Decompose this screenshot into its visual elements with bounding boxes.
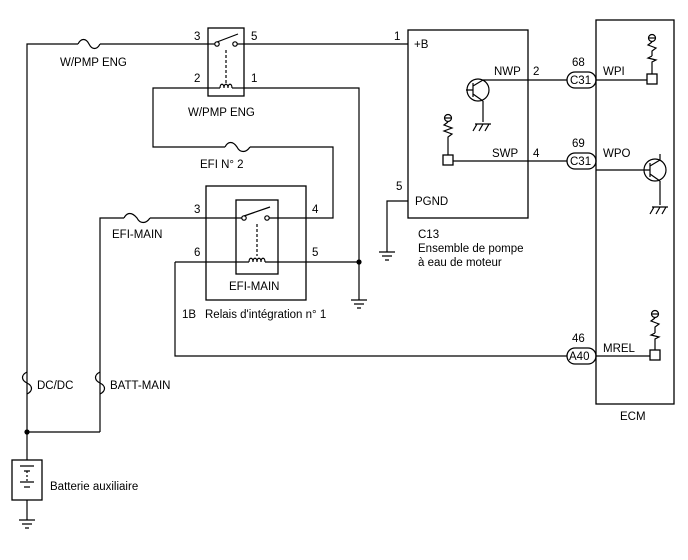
- pump-label-nwp: NWP: [494, 66, 521, 78]
- connector-wpi-pin: 68: [572, 57, 585, 69]
- integration-relay-box: [205, 185, 307, 301]
- pump-pin1: 1: [394, 31, 400, 43]
- pump-pin5: 5: [396, 181, 402, 193]
- connector-tag-wpi: [566, 71, 597, 89]
- connector-mrel-pin: 46: [572, 333, 585, 345]
- relay-efimain-pin6: 6: [194, 247, 200, 259]
- pump-name-line1: Ensemble de pompe: [418, 243, 523, 255]
- ground-icon: [351, 299, 367, 309]
- fuse-battmain-label: BATT-MAIN: [110, 380, 170, 392]
- ecm-signal-wpi: WPI: [603, 66, 625, 78]
- relay-wpmp-pin2: 2: [194, 73, 200, 85]
- fuse-efi2-label: EFI N° 2: [200, 159, 244, 171]
- junction-dot: [24, 429, 30, 435]
- relay-wpmp-pin3: 3: [194, 31, 200, 43]
- relay-wpmp-pin5: 5: [251, 31, 257, 43]
- relay-wpmp-label: W/PMP ENG: [188, 107, 255, 119]
- fuse-dcdc-label: DC/DC: [37, 380, 73, 392]
- battery-icon: [11, 459, 43, 501]
- relay-efimain-pin4: 4: [312, 204, 319, 216]
- pump-label-b: +B: [414, 39, 429, 51]
- pump-pin2: 2: [533, 66, 539, 78]
- pump-name-line2: à eau de moteur: [418, 257, 502, 269]
- ecm-signal-wpo: WPO: [603, 148, 631, 160]
- pump-label-pgnd: PGND: [415, 196, 448, 208]
- pump-code: C13: [418, 229, 439, 241]
- ecm-signal-mrel: MREL: [603, 343, 636, 355]
- fuse-dcdc-icon: [21, 371, 33, 395]
- relay-wpmp: [207, 27, 245, 97]
- fuse-efimain-label: EFI-MAIN: [112, 229, 162, 241]
- pump-box: [407, 29, 529, 219]
- connector-mrel-conn: A40: [569, 351, 589, 363]
- pump-pin4: 4: [533, 148, 540, 160]
- ground-icon: [19, 519, 35, 529]
- fuse-battmain-icon: [94, 371, 106, 395]
- fuse-wpmp-label: W/PMP ENG: [60, 57, 127, 69]
- connector-wpo-conn: C31: [570, 156, 591, 168]
- relay-efimain-label: EFI-MAIN: [229, 281, 279, 293]
- battery-label: Batterie auxiliaire: [50, 481, 138, 493]
- integration-relay-code: 1B: [182, 309, 196, 321]
- fuse-efi2-icon: [224, 141, 251, 153]
- relay-wpmp-pin1: 1: [251, 73, 257, 85]
- integration-relay-name: Relais d'intégration n° 1: [205, 309, 326, 321]
- connector-wpo-pin: 69: [572, 138, 585, 150]
- ground-icon: [379, 251, 395, 261]
- wires: [26, 43, 567, 520]
- connector-tag-wpo: [566, 152, 597, 170]
- relay-efimain-pin3: 3: [194, 204, 200, 216]
- ecm-label: ECM: [620, 411, 646, 423]
- connector-tag-mrel: [566, 347, 597, 365]
- relay-efimain-pin5: 5: [312, 247, 318, 259]
- connector-wpi-conn: C31: [570, 75, 591, 87]
- junction-dot: [356, 259, 362, 265]
- fuse-wpmp-icon: [77, 38, 101, 50]
- fuse-efimain-icon: [123, 212, 151, 224]
- ecm-box: [595, 19, 675, 405]
- pump-label-swp: SWP: [492, 148, 519, 160]
